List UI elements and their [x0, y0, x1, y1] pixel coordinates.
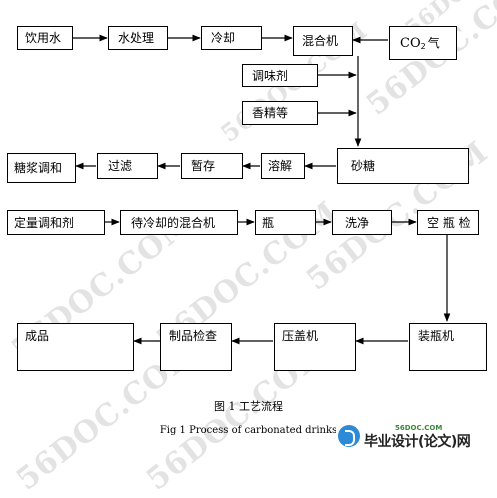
node-bottling-machine: 装瓶机: [409, 323, 487, 371]
node-mixer-to-cool: 待冷却的混合机: [120, 210, 238, 235]
node-syrup-blend: 糖浆调和: [7, 153, 76, 183]
node-label: 定量调和剂: [14, 215, 75, 230]
node-bottle: 瓶: [255, 210, 316, 235]
node-label: CO: [400, 35, 421, 51]
node-finished-product: 成品: [17, 323, 134, 371]
node-label: 暂存: [191, 159, 216, 173]
process-flow-diagram: 56DOC.COM 56DOC.COM 56DOC.COM 56DOC.COM …: [5, 0, 497, 498]
node-label: 待冷却的混合机: [131, 215, 216, 230]
flow-connectors: [73, 34, 451, 345]
node-temp-storage: 暂存: [181, 153, 243, 179]
site-logo-icon: [338, 425, 360, 447]
node-water-treatment: 水处理: [108, 26, 168, 50]
node-label: 空 瓶 检: [427, 215, 471, 230]
node-label: 香精等: [252, 106, 289, 120]
node-label: 水处理: [118, 31, 155, 45]
node-drinking-water: 饮用水: [17, 26, 73, 50]
node-essence: 香精等: [242, 101, 318, 125]
node-mixer: 混合机: [293, 26, 353, 56]
node-label: 调味剂: [252, 68, 289, 83]
site-badge-domain: 56DOC.COM: [395, 424, 443, 432]
node-label-subscript: 2: [420, 42, 426, 51]
node-metered-blend: 定量调和剂: [7, 210, 105, 235]
node-label: 饮用水: [25, 31, 62, 45]
figure-caption-en: Fig 1 Process of carbonated drinks: [159, 425, 338, 436]
node-label: 压盖机: [282, 329, 319, 343]
node-product-check: 制品检查: [160, 323, 232, 371]
site-badge-title: 毕业设计(论文)网: [364, 434, 471, 450]
node-label: 成品: [25, 329, 50, 343]
node-dissolve: 溶解: [261, 153, 305, 179]
node-label: 制品检查: [169, 329, 218, 343]
node-empty-bottle-check: 空 瓶 检: [417, 210, 479, 235]
node-label: 装瓶机: [418, 329, 455, 343]
node-label: 糖浆调和: [14, 161, 63, 175]
node-flavoring: 调味剂: [242, 64, 318, 87]
node-label: 冷却: [211, 31, 236, 45]
node-sugar: 砂糖: [337, 148, 469, 184]
node-label: 洗净: [345, 215, 370, 230]
node-wash: 洗净: [332, 210, 392, 235]
node-cooling: 冷却: [201, 26, 262, 50]
node-label: 溶解: [268, 159, 293, 173]
node-capping-machine: 压盖机: [274, 323, 356, 371]
node-label: 瓶: [262, 215, 275, 230]
figure-caption-cn: 图 1 工艺流程: [214, 400, 283, 413]
node-label: 砂糖: [351, 159, 376, 173]
site-badge: 毕业设计(论文)网: [336, 421, 497, 451]
node-label: 混合机: [302, 34, 339, 48]
node-label-suffix: 气: [427, 36, 440, 50]
node-label: 过滤: [108, 159, 133, 173]
node-filter: 过滤: [97, 153, 158, 179]
